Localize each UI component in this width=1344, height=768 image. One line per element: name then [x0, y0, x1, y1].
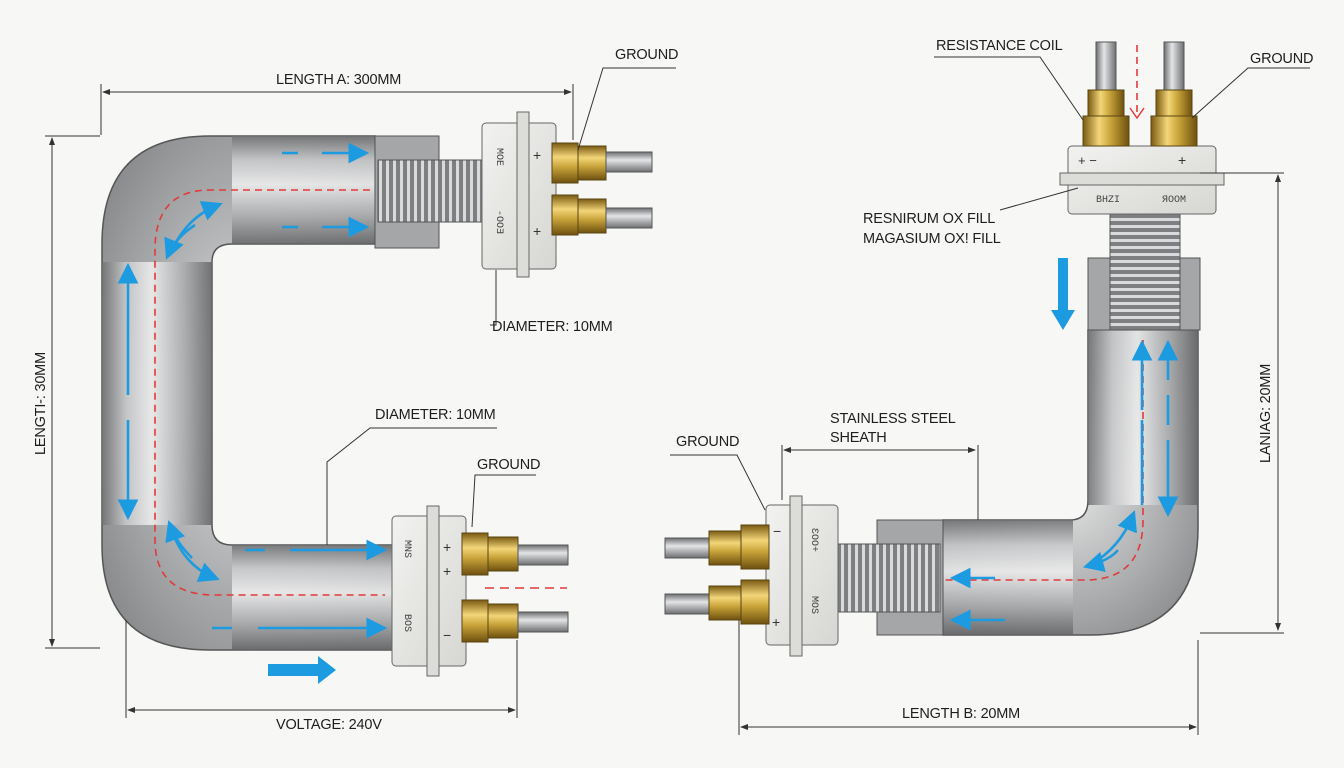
lower-block-stamp-1: MNS — [401, 540, 412, 558]
current-path-icon — [945, 45, 1144, 581]
lower-block-sign-3: − — [443, 627, 451, 643]
resistance-coil-label: RESISTANCE COIL — [936, 38, 1063, 54]
ground-label-bottom-left: GROUND — [477, 457, 541, 473]
coil-icon — [1109, 209, 1181, 331]
lower-block-sign-2: + — [443, 563, 451, 579]
left-block-sign-1: − — [773, 523, 781, 539]
terminal-icon — [1082, 41, 1198, 147]
current-path-icon — [154, 189, 385, 596]
length-vertical-left-label: LENGTI-: 30MM — [33, 352, 49, 455]
left-block-sign-2: + — [772, 614, 780, 630]
left-heating-element: MOE -OOƎ + + MNS BOS + + − — [45, 67, 676, 718]
coil-icon — [833, 543, 941, 613]
upper-block-stamp-2: -OOƎ — [493, 210, 504, 234]
length-a-label: LENGTH A: 300MM — [276, 72, 402, 88]
diameter-label-top-left: DIAMETER: 10MM — [492, 319, 613, 335]
coil-icon — [377, 159, 483, 223]
flow-arrow-icon — [128, 153, 382, 628]
upper-block-sign-1: + — [533, 147, 541, 163]
left-block-stamp-2: MOS — [808, 596, 819, 614]
top-block-stamp-1: BHZI — [1096, 195, 1120, 206]
current-path-icon — [1129, 107, 1145, 120]
lower-block-stamp-2: BOS — [401, 614, 412, 632]
ground-label-left-right: GROUND — [676, 434, 740, 450]
upper-block-sign-2: + — [533, 223, 541, 239]
flow-arrow-icon — [268, 656, 336, 684]
length-b-label: LENGTH B: 20MM — [902, 706, 1021, 722]
left-block-stamp-1: ƐOO+ — [808, 528, 819, 552]
diameter-label-bottom-left: DIAMETER: 10MM — [375, 407, 496, 423]
length-vertical-right-label: LANIAG: 20MM — [1258, 363, 1274, 463]
flow-arrow-icon — [949, 339, 1179, 631]
flow-arrow-icon — [1051, 258, 1075, 330]
terminal-icon — [664, 524, 770, 625]
voltage-label: VOLTAGE: 240V — [276, 717, 382, 733]
right-heating-element: + − + BHZI ЯOOM ƐOO+ MOS − + — [664, 41, 1310, 735]
ground-label-top-left: GROUND — [615, 47, 679, 63]
top-block-sign-1: + − — [1078, 153, 1097, 168]
top-block-stamp-2: ЯOOM — [1162, 195, 1186, 206]
sheath-label-line-1: STAINLESS STEEL — [830, 411, 956, 427]
upper-block-stamp-1: MOE — [493, 148, 504, 166]
fill-label-line-2: MAGASIUM OX! FILL — [863, 231, 1001, 247]
fill-label-line-1: RESNIRUM OX FILL — [863, 211, 996, 227]
ground-label-top-right: GROUND — [1250, 51, 1314, 67]
lower-block-sign-1: + — [443, 539, 451, 555]
terminal-icon — [461, 532, 569, 643]
top-block-sign-2: + — [1178, 152, 1186, 168]
sheath-label-line-2: SHEATH — [830, 430, 887, 446]
terminal-icon — [551, 142, 653, 236]
